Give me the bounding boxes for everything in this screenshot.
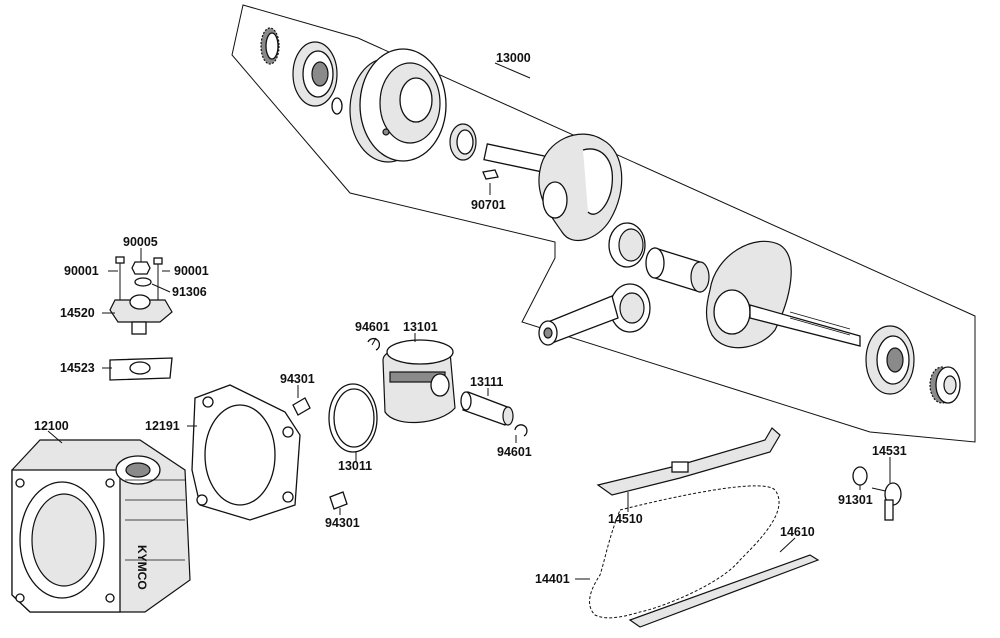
label-13101: 13101 bbox=[403, 320, 438, 334]
label-94301-lower: 94301 bbox=[325, 516, 360, 530]
tensioner-gasket bbox=[109, 357, 173, 381]
crankshaft-right-bearing bbox=[865, 325, 915, 395]
crankshaft-left-sprocket bbox=[260, 27, 280, 65]
crankshaft-right-sprocket bbox=[929, 366, 961, 404]
tensioner-cap-bolt bbox=[131, 261, 151, 275]
crankshaft-group-outline bbox=[231, 4, 976, 443]
pivot-bolt-washer bbox=[852, 466, 868, 486]
crankshaft-right-web bbox=[705, 240, 861, 349]
label-91301: 91301 bbox=[838, 493, 873, 507]
crankshaft-bearing-sleeve bbox=[608, 222, 646, 268]
label-94601-lower: 94601 bbox=[497, 445, 532, 459]
dowel-pin-upper bbox=[292, 397, 311, 416]
label-90701: 90701 bbox=[471, 198, 506, 212]
piston-circlip-upper bbox=[367, 338, 380, 351]
crankshaft-oil-seal bbox=[449, 123, 477, 161]
label-90005: 90005 bbox=[123, 235, 158, 249]
label-14510: 14510 bbox=[608, 512, 643, 526]
piston bbox=[382, 339, 456, 423]
label-14401: 14401 bbox=[535, 572, 570, 586]
piston-pin bbox=[460, 391, 514, 426]
cylinder-block bbox=[11, 439, 191, 613]
label-90001-left: 90001 bbox=[64, 264, 99, 278]
label-14523: 14523 bbox=[60, 361, 95, 375]
label-13000: 13000 bbox=[496, 51, 531, 65]
label-14520: 14520 bbox=[60, 306, 95, 320]
piston-ring-set bbox=[328, 383, 378, 453]
chain-tensioner-guide bbox=[596, 427, 781, 496]
crankshaft-crank-pin bbox=[645, 247, 710, 293]
tensioner-body bbox=[109, 294, 173, 335]
label-12100: 12100 bbox=[34, 419, 69, 433]
crankshaft-connecting-rod bbox=[538, 283, 651, 346]
label-14610: 14610 bbox=[780, 525, 815, 539]
label-13111: 13111 bbox=[470, 375, 503, 389]
cylinder-logo-text: KYMCO bbox=[135, 545, 149, 590]
tensioner-bolt-left bbox=[115, 256, 125, 300]
piston-circlip-lower bbox=[514, 424, 528, 437]
cam-chain bbox=[589, 485, 780, 619]
dowel-pin-lower bbox=[329, 491, 348, 510]
tensioner-pivot-bolt bbox=[871, 482, 902, 521]
crankshaft-small-washer bbox=[331, 97, 343, 115]
crankshaft-left-bearing bbox=[292, 41, 338, 107]
crankshaft-woodruff-key bbox=[482, 169, 499, 180]
tensioner-bolt-right bbox=[153, 257, 163, 300]
cylinder-gasket bbox=[191, 384, 301, 521]
label-94301-upper: 94301 bbox=[280, 372, 315, 386]
crankshaft-pulley-rotor bbox=[349, 48, 447, 163]
crankshaft-left-web bbox=[483, 133, 623, 242]
label-94601-upper: 94601 bbox=[355, 320, 390, 334]
label-14531: 14531 bbox=[872, 444, 907, 458]
chain-guide bbox=[628, 554, 820, 628]
tensioner-o-ring bbox=[134, 277, 152, 287]
label-91306: 91306 bbox=[172, 285, 207, 299]
label-90001-right: 90001 bbox=[174, 264, 209, 278]
label-12191: 12191 bbox=[145, 419, 180, 433]
label-13011: 13011 bbox=[338, 459, 372, 473]
